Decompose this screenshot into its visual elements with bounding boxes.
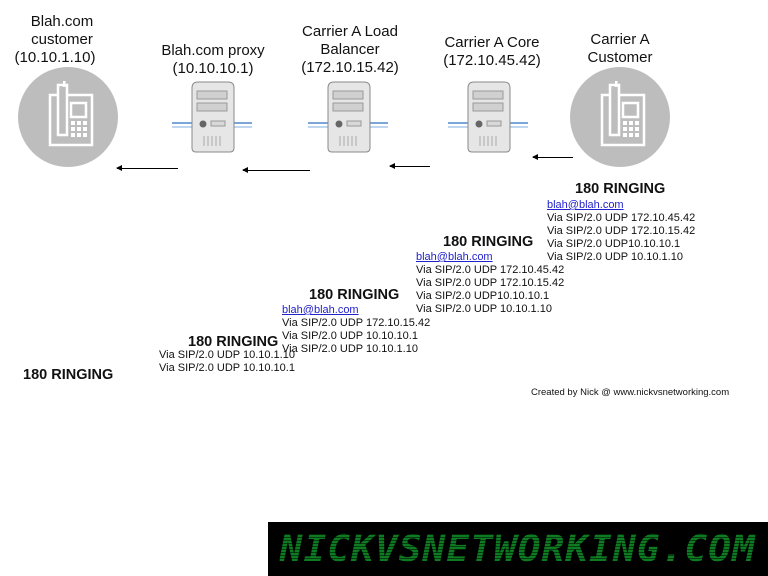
- label-line: (10.10.1.10): [14, 49, 96, 66]
- via-header: Via SIP/2.0 UDP 172.10.15.42: [416, 277, 565, 289]
- message-title: 180 RINGING: [309, 287, 400, 303]
- sip-headers: blah@blah.com Via SIP/2.0 UDP 172.10.45.…: [416, 251, 564, 316]
- contact-link[interactable]: blah@blah.com: [282, 304, 359, 316]
- label-line: (172.10.45.42): [443, 52, 541, 69]
- via-header: Via SIP/2.0 UDP10.10.10.1: [416, 290, 550, 302]
- label-line: Carrier A: [590, 31, 650, 48]
- logo-banner: NICKVSNETWORKING.COM: [268, 522, 768, 576]
- via-header: Via SIP/2.0 UDP 172.10.15.42: [547, 225, 696, 237]
- via-header: Via SIP/2.0 UDP 172.10.45.42: [547, 212, 696, 224]
- via-header: Via SIP/2.0 UDP 10.10.1.10: [282, 343, 418, 355]
- server-icon: [308, 81, 388, 153]
- message-title: 180 RINGING: [23, 367, 114, 383]
- via-header: Via SIP/2.0 UDP 10.10.1.10: [416, 303, 552, 315]
- label-line: Balancer: [320, 41, 380, 58]
- via-header: Via SIP/2.0 UDP10.10.10.1: [547, 238, 681, 250]
- message-title: 180 RINGING: [443, 234, 534, 250]
- message-title: 180 RINGING: [188, 334, 279, 350]
- node-label-blah-customer: Blah.com customer (10.10.1.10): [2, 13, 122, 67]
- label-line: (172.10.15.42): [301, 59, 399, 76]
- via-header: Via SIP/2.0 UDP 172.10.15.42: [282, 317, 431, 329]
- label-line: Carrier A Core: [444, 34, 540, 51]
- message-title: 180 RINGING: [575, 181, 666, 197]
- contact-link[interactable]: blah@blah.com: [547, 199, 624, 211]
- arrow-left: [116, 165, 178, 171]
- label-line: Blah.com: [30, 13, 94, 30]
- arrow-left: [389, 163, 430, 169]
- sip-headers: Via SIP/2.0 UDP 10.10.1.10 Via SIP/2.0 U…: [159, 349, 295, 375]
- server-icon: [172, 81, 252, 153]
- contact-link[interactable]: blah@blah.com: [416, 251, 493, 263]
- server-icon: [448, 81, 528, 153]
- label-line: Blah.com proxy: [161, 42, 265, 59]
- logo-text: NICKVSNETWORKING.COM: [279, 528, 757, 570]
- label-line: Customer: [587, 49, 653, 66]
- via-header: Via SIP/2.0 UDP 10.10.1.10: [547, 251, 683, 263]
- label-line: Carrier A Load: [302, 23, 398, 40]
- node-label-proxy: Blah.com proxy (10.10.10.1): [153, 42, 273, 78]
- node-label-carrier-customer: Carrier A Customer: [560, 31, 680, 67]
- via-header: Via SIP/2.0 UDP 10.10.10.1: [282, 330, 418, 342]
- phone-icon: [570, 67, 670, 167]
- node-label-load-balancer: Carrier A Load Balancer (172.10.15.42): [290, 23, 410, 77]
- via-header: Via SIP/2.0 UDP 10.10.10.1: [159, 362, 295, 374]
- sip-headers: blah@blah.com Via SIP/2.0 UDP 172.10.15.…: [282, 304, 430, 356]
- arrow-left: [532, 154, 573, 160]
- label-line: (10.10.10.1): [172, 60, 254, 77]
- via-header: Via SIP/2.0 UDP 10.10.1.10: [159, 349, 295, 361]
- via-header: Via SIP/2.0 UDP 172.10.45.42: [416, 264, 565, 276]
- arrow-left: [242, 167, 310, 173]
- phone-icon: [18, 67, 118, 167]
- sip-headers: blah@blah.com Via SIP/2.0 UDP 172.10.45.…: [547, 199, 695, 264]
- node-label-core: Carrier A Core (172.10.45.42): [432, 34, 552, 70]
- label-line: customer: [31, 31, 93, 48]
- credit-text: Created by Nick @ www.nickvsnetworking.c…: [531, 387, 730, 398]
